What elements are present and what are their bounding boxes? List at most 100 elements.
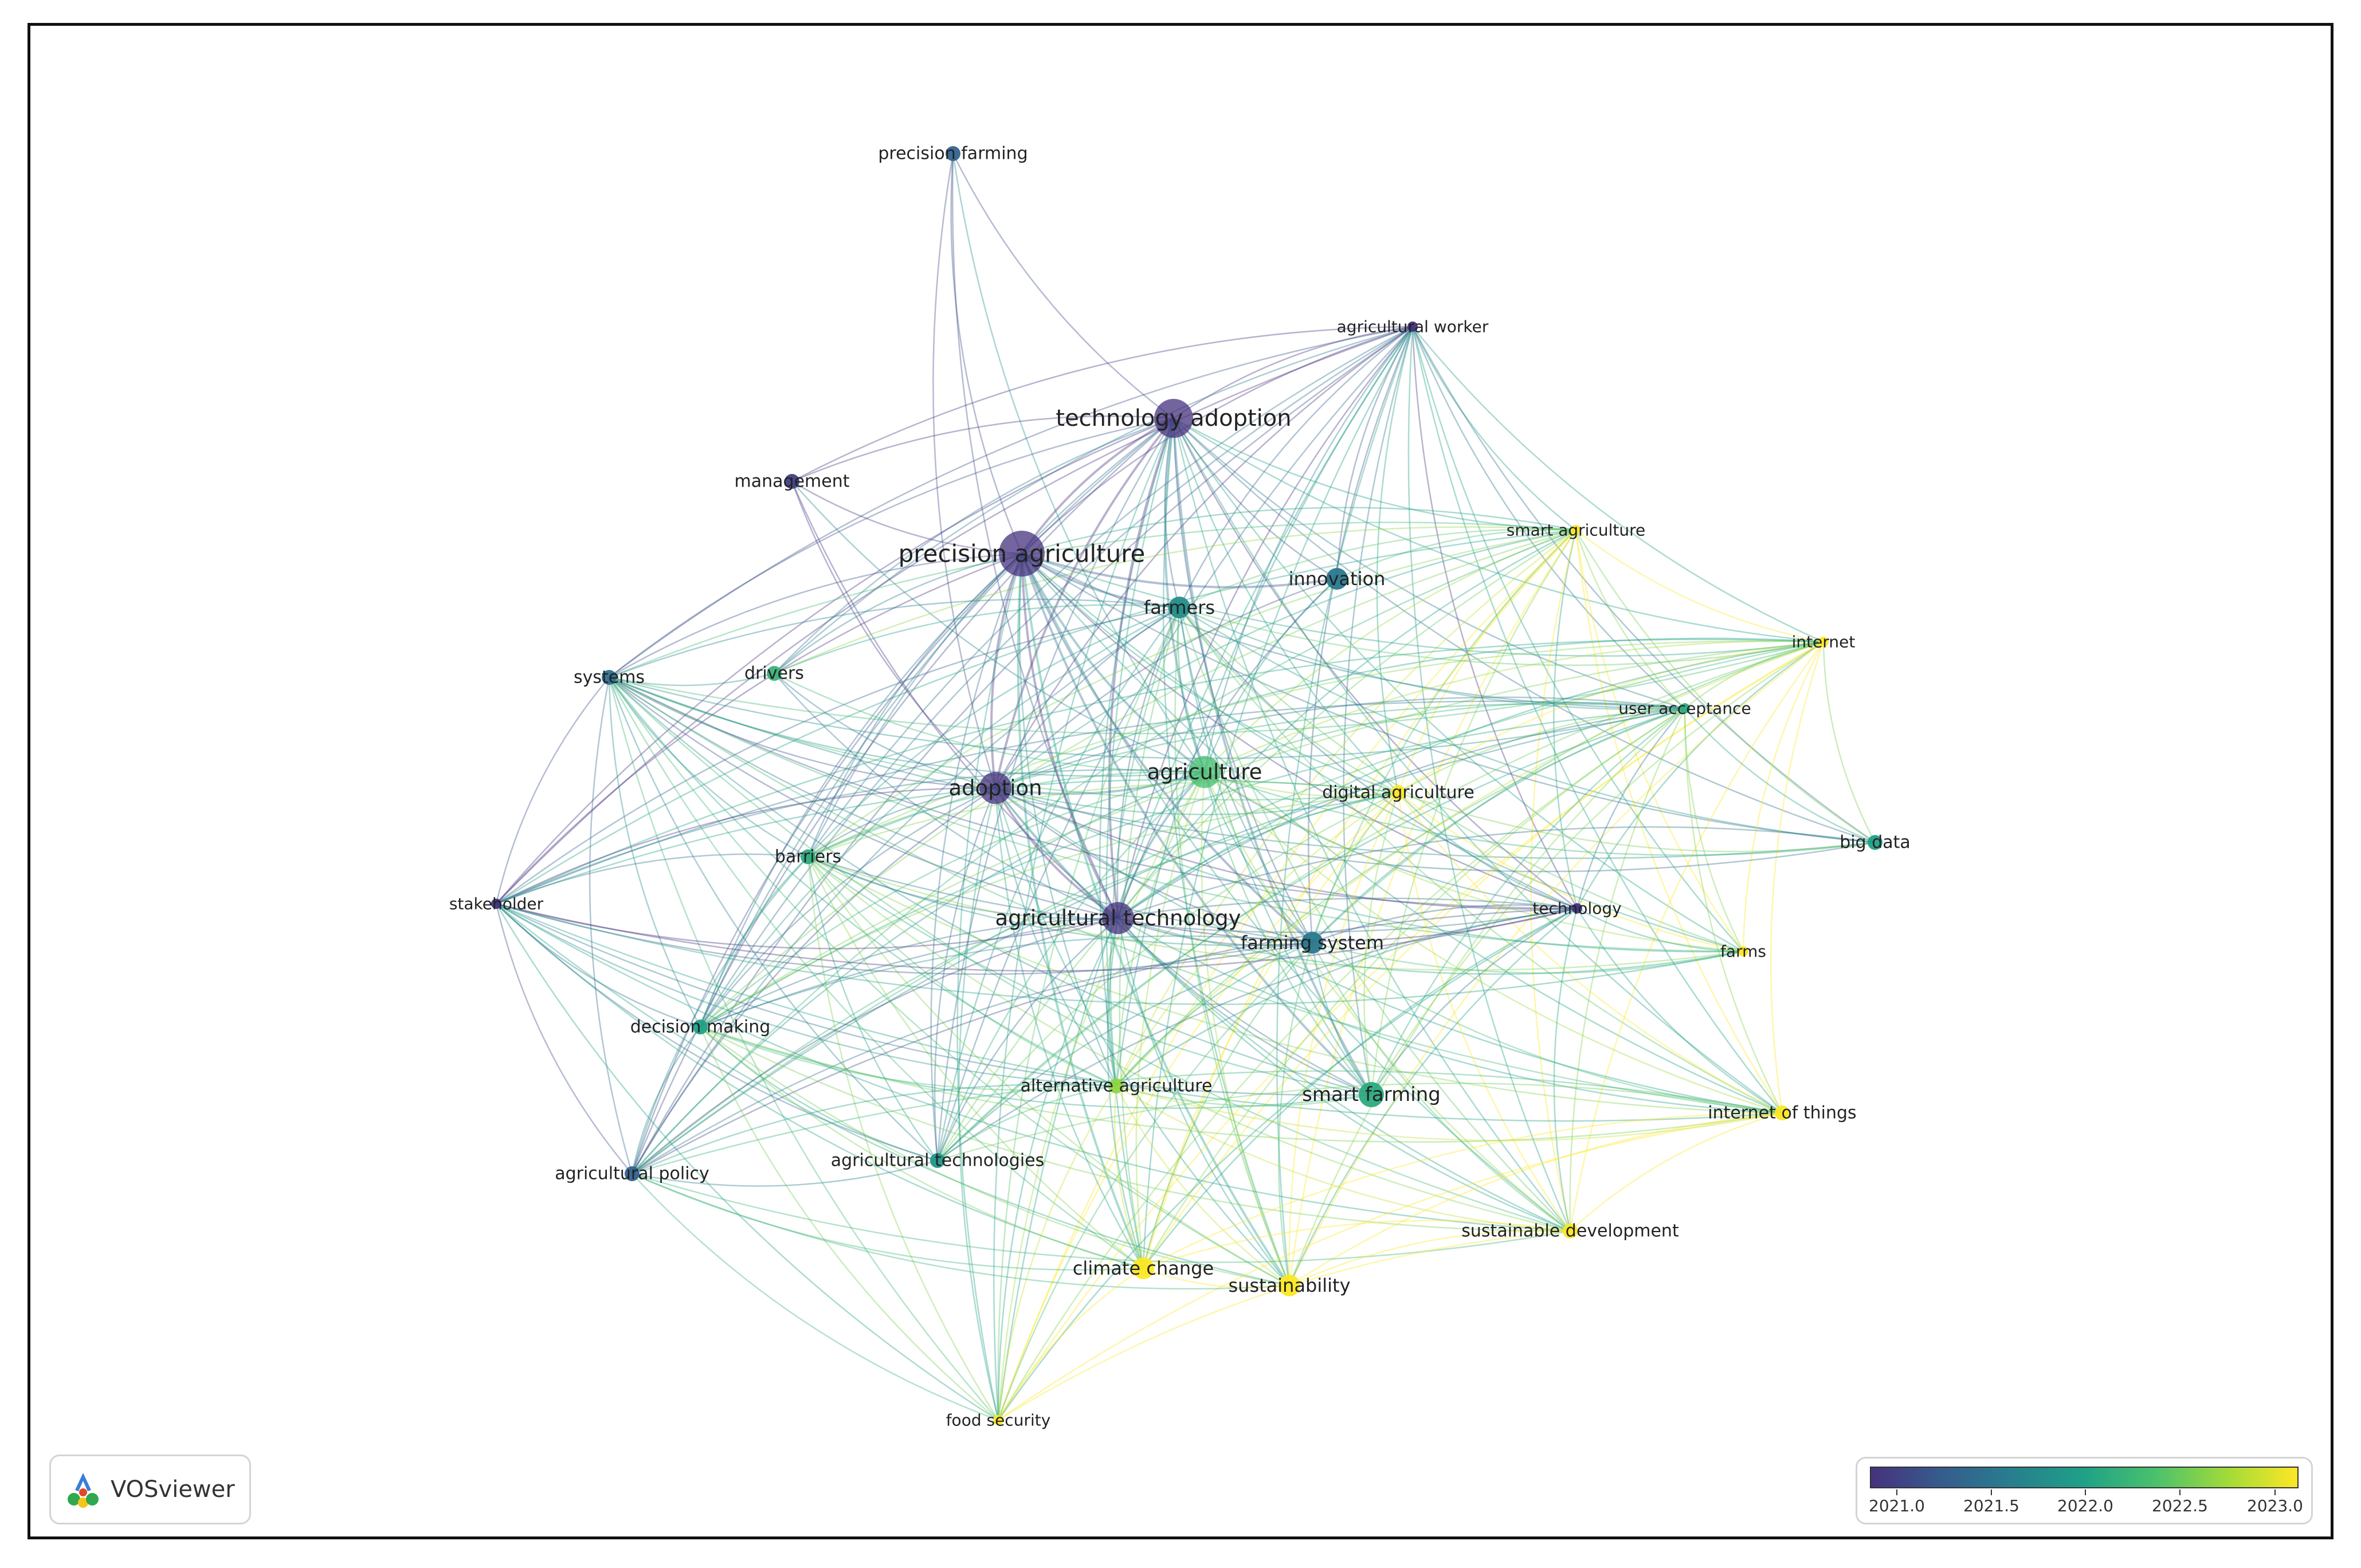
co-occurrence-link (1570, 1112, 1783, 1232)
co-occurrence-link (1376, 326, 1414, 793)
keyword-node-technology[interactable] (1572, 903, 1582, 914)
keyword-node-technology-adoption[interactable] (1154, 399, 1193, 438)
co-occurrence-link (1822, 641, 1876, 843)
keyword-label-precision-agriculture[interactable]: precision agriculture (899, 540, 1146, 568)
keyword-node-innovation[interactable] (1326, 568, 1348, 590)
co-occurrence-link (609, 677, 1372, 1096)
keyword-node-stakeholder[interactable] (491, 899, 501, 909)
keyword-label-agricultural-worker[interactable]: agricultural worker (1337, 317, 1489, 336)
map-frame (28, 23, 2333, 1539)
keyword-label-technology-adoption[interactable]: technology adoption (1056, 405, 1291, 432)
co-occurrence-link (1178, 326, 1413, 608)
keyword-node-climate-change[interactable] (1132, 1257, 1154, 1279)
co-occurrence-link (700, 1026, 1144, 1269)
keyword-label-internet-of-things[interactable]: internet of things (1708, 1103, 1856, 1123)
keyword-label-systems[interactable]: systems (574, 668, 645, 688)
keyword-node-agricultural-worker[interactable] (1407, 322, 1418, 332)
keyword-label-digital-agriculture[interactable]: digital agriculture (1322, 783, 1474, 803)
co-occurrence-link (936, 418, 1175, 1161)
keyword-node-agriculture[interactable] (1189, 756, 1221, 788)
keyword-node-systems[interactable] (602, 670, 617, 685)
keyword-node-adoption[interactable] (979, 772, 1011, 804)
keyword-label-food-security[interactable]: food security (946, 1411, 1051, 1430)
co-occurrence-link (700, 917, 1119, 1028)
keyword-node-management[interactable] (785, 474, 799, 489)
legend-tick (2179, 1489, 2180, 1495)
keyword-label-user-acceptance[interactable]: user acceptance (1618, 699, 1751, 718)
vosviewer-logo-button[interactable]: VOSviewer (49, 1455, 251, 1524)
co-occurrence-link (1115, 326, 1414, 1087)
keyword-label-climate-change[interactable]: climate change (1073, 1257, 1214, 1279)
keyword-node-big-data[interactable] (1868, 835, 1882, 850)
keyword-label-precision-farming[interactable]: precision farming (878, 144, 1027, 164)
keyword-node-decision-making[interactable] (693, 1020, 708, 1034)
legend-color-bar (1870, 1467, 2299, 1488)
keyword-node-agricultural-policy[interactable] (625, 1166, 640, 1181)
co-occurrence-link (1172, 418, 1372, 1095)
co-occurrence-link (1021, 553, 1399, 794)
co-occurrence-link (609, 676, 1783, 1114)
keyword-node-internet[interactable] (1818, 637, 1829, 647)
keyword-label-agricultural-technologies[interactable]: agricultural technologies (831, 1151, 1045, 1171)
keyword-node-digital-agriculture[interactable] (1391, 785, 1406, 800)
co-occurrence-link (997, 918, 1119, 1421)
app-name: VOSviewer (111, 1476, 235, 1503)
keyword-label-internet[interactable]: internet (1792, 633, 1856, 652)
keyword-label-farms[interactable]: farms (1720, 942, 1766, 961)
keyword-node-sustainable-development[interactable] (1563, 1224, 1578, 1238)
keyword-node-drivers[interactable] (767, 666, 782, 681)
co-occurrence-link (1172, 418, 1578, 909)
keyword-label-drivers[interactable]: drivers (744, 664, 804, 684)
keyword-node-agricultural-technology[interactable] (1102, 902, 1134, 934)
keyword-label-farmers[interactable]: farmers (1144, 597, 1215, 618)
co-occurrence-link (608, 677, 1144, 1269)
co-occurrence-link (997, 326, 1414, 1421)
keyword-label-smart-farming[interactable]: smart farming (1302, 1083, 1441, 1106)
keyword-node-alternative-agriculture[interactable] (1109, 1079, 1124, 1093)
keyword-label-big-data[interactable]: big data (1840, 833, 1911, 853)
keyword-node-food-security[interactable] (993, 1415, 1003, 1425)
keyword-node-precision-farming[interactable] (946, 146, 960, 161)
co-occurrence-link (496, 903, 1117, 1087)
keyword-node-precision-agriculture[interactable] (999, 531, 1045, 577)
keyword-label-sustainable-development[interactable]: sustainable development (1461, 1221, 1679, 1241)
keyword-label-stakeholder[interactable]: stakeholder (449, 895, 544, 914)
co-occurrence-link (936, 529, 1576, 1161)
keyword-label-agricultural-policy[interactable]: agricultural policy (555, 1164, 709, 1184)
keyword-label-farming-system[interactable]: farming system (1241, 932, 1384, 954)
keyword-node-sustainability[interactable] (1278, 1275, 1300, 1296)
keyword-label-management[interactable]: management (735, 472, 850, 492)
co-occurrence-link (700, 529, 1576, 1028)
co-occurrence-link (1117, 326, 1413, 919)
co-occurrence-link (496, 417, 1174, 904)
keyword-label-adoption[interactable]: adoption (948, 776, 1042, 801)
co-occurrence-link (1172, 418, 1571, 1232)
keyword-node-internet-of-things[interactable] (1775, 1106, 1790, 1120)
keyword-node-agricultural-technologies[interactable] (930, 1153, 945, 1168)
keyword-label-sustainability[interactable]: sustainability (1228, 1275, 1350, 1296)
keyword-label-innovation[interactable]: innovation (1289, 568, 1386, 590)
co-occurrence-link (1684, 708, 1783, 1114)
keyword-node-barriers[interactable] (801, 849, 815, 864)
co-occurrence-link (995, 787, 1578, 910)
keyword-node-farms[interactable] (1738, 946, 1748, 957)
co-occurrence-link (1370, 708, 1685, 1095)
keyword-node-user-acceptance[interactable] (1680, 703, 1690, 714)
keyword-node-smart-agriculture[interactable] (1571, 525, 1581, 535)
keyword-label-agriculture[interactable]: agriculture (1147, 760, 1262, 785)
keyword-label-decision-making[interactable]: decision making (630, 1017, 771, 1037)
keyword-node-farmers[interactable] (1168, 597, 1190, 618)
co-occurrence-link (1021, 553, 1119, 919)
co-occurrence-link (700, 641, 1824, 1028)
keyword-node-smart-farming[interactable] (1359, 1082, 1384, 1107)
keyword-label-barriers[interactable]: barriers (775, 847, 841, 867)
keyword-node-farming-system[interactable] (1301, 932, 1323, 954)
keyword-label-alternative-agriculture[interactable]: alternative agriculture (1021, 1076, 1213, 1096)
co-occurrence-link (1021, 553, 1783, 1114)
keyword-label-agricultural-technology[interactable]: agricultural technology (995, 906, 1241, 931)
co-occurrence-link (1117, 578, 1338, 919)
keyword-label-technology[interactable]: technology (1532, 899, 1621, 918)
co-occurrence-link (1308, 326, 1414, 943)
keyword-label-smart-agriculture[interactable]: smart agriculture (1507, 521, 1645, 540)
